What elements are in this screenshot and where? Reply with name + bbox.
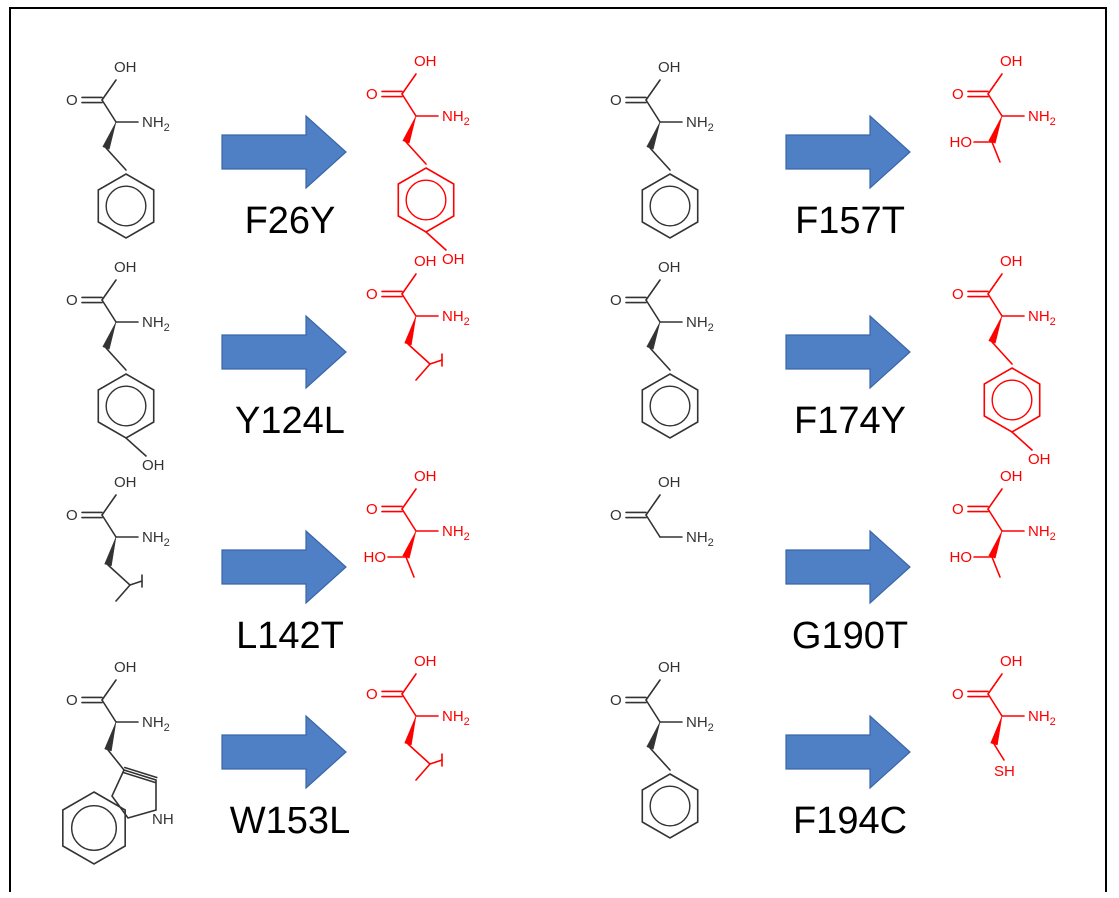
wild-type-leucine: OH O NH2 [66,474,170,602]
mutation-label: F174Y [794,400,906,442]
amine-label: NH2 [1028,308,1056,328]
amine-label: NH2 [1028,108,1056,128]
phenol-label: OH [142,457,165,474]
carbonyl-label: O [66,92,78,109]
amine-label: NH2 [686,529,714,549]
mutation-arrow [785,114,911,190]
hydroxyl-label: HO [950,549,973,566]
carbonyl-label: O [610,92,622,109]
amine-label: NH2 [1028,708,1056,728]
amine-label: NH2 [142,114,170,134]
carboxyl-label: OH [1000,653,1023,670]
carbonyl-label: O [610,292,622,309]
amine-label: NH2 [442,108,470,128]
mutation-arrow [221,529,347,605]
carboxyl-label: OH [1000,253,1023,270]
carboxyl-label: OH [1000,468,1023,485]
wild-type-phenylalanine: OH O NH2 [66,59,170,239]
carbonyl-label: O [952,86,964,103]
carboxyl-label: OH [414,53,437,70]
carboxyl-label: OH [114,59,137,76]
amine-label: NH2 [686,114,714,134]
amine-label: NH2 [142,529,170,549]
mutation-label: Y124L [235,400,345,442]
wild-type-glycine: OH O NH2 [610,474,714,549]
carbonyl-label: O [66,507,78,524]
mutant-leucine: OH O NH2 [366,653,470,781]
mutation-arrow [785,314,911,390]
amine-label: NH2 [1028,523,1056,543]
carboxyl-label: OH [1000,53,1023,70]
carbonyl-label: O [610,507,622,524]
amine-label: NH2 [142,714,170,734]
carboxyl-label: OH [114,259,137,276]
amine-label: NH2 [686,314,714,334]
mutation-label: G190T [792,615,908,657]
carboxyl-label: OH [658,59,681,76]
mutation-label: W153L [230,800,350,842]
mutation-label: L142T [236,615,344,657]
carbonyl-label: O [66,692,78,709]
mutation-arrow [785,529,911,605]
carbonyl-label: O [952,501,964,518]
carboxyl-label: OH [658,259,681,276]
carboxyl-label: OH [658,474,681,491]
carboxyl-label: OH [414,253,437,270]
wild-type-phenylalanine: OH O NH2 [610,259,714,439]
carboxyl-label: OH [114,659,137,676]
carbonyl-label: O [366,501,378,518]
hydroxyl-label: HO [364,549,387,566]
carboxyl-label: OH [414,468,437,485]
mutation-arrow [221,314,347,390]
mutation-arrow [221,114,347,190]
hydroxyl-label: HO [950,134,973,151]
mutation-label: F157T [795,200,905,242]
carboxyl-label: OH [658,659,681,676]
figure-frame [9,7,1107,892]
carbonyl-label: O [610,692,622,709]
carboxyl-label: OH [414,653,437,670]
thiol-label: SH [994,763,1015,780]
mutant-leucine: OH O NH2 [366,253,470,381]
carbonyl-label: O [952,286,964,303]
mutation-arrow [785,714,911,790]
phenol-label: OH [1028,451,1051,468]
wild-type-phenylalanine: OH O NH2 [610,59,714,239]
mutation-arrow [221,714,347,790]
amine-label: NH2 [442,308,470,328]
mutation-label: F26Y [245,200,336,242]
carbonyl-label: O [366,686,378,703]
carbonyl-label: O [952,686,964,703]
carbonyl-label: O [66,292,78,309]
carbonyl-label: O [366,86,378,103]
amine-label: NH2 [442,708,470,728]
amine-label: NH2 [142,314,170,334]
phenol-label: OH [442,251,465,268]
wild-type-phenylalanine: OH O NH2 [610,659,714,839]
amine-label: NH2 [686,714,714,734]
carbonyl-label: O [366,286,378,303]
amine-label: NH2 [442,523,470,543]
carboxyl-label: OH [114,474,137,491]
indole-nh-label: NH [152,811,174,828]
mutation-label: F194C [793,800,907,842]
